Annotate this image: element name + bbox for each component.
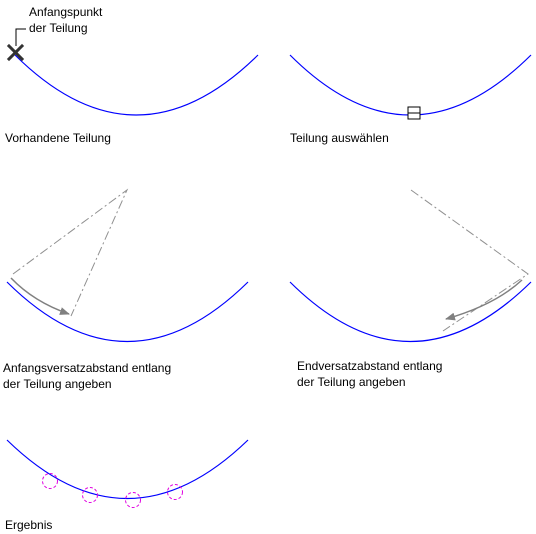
panel-teilung-auswaehlen xyxy=(289,54,532,120)
panel-anfangsversatz xyxy=(6,188,249,343)
caption-vorhandene-teilung: Vorhandene Teilung xyxy=(5,131,111,145)
placed-object-marker xyxy=(167,484,183,500)
offset-arrow xyxy=(445,279,523,321)
start-point-x-icon xyxy=(6,43,25,62)
segment-arc xyxy=(6,439,249,500)
panel-endversatz xyxy=(289,189,532,343)
panel-vorhandene-teilung xyxy=(6,28,259,116)
callout-line-2: der Teilung xyxy=(29,21,88,35)
offset-arrow xyxy=(10,277,70,315)
placed-object-marker xyxy=(125,492,141,508)
callout-leader-line xyxy=(15,28,26,46)
placed-object-marker xyxy=(82,487,98,503)
construction-triangle xyxy=(12,188,129,317)
segment-arc xyxy=(14,54,259,116)
segment-arc xyxy=(6,281,249,343)
caption-teilung-auswaehlen: Teilung auswählen xyxy=(290,131,389,145)
construction-triangle xyxy=(410,189,529,332)
panel-ergebnis xyxy=(6,439,249,508)
caption-endversatz: Endversatzabstand entlang der Teilung an… xyxy=(297,359,443,389)
start-point-callout: Anfangspunkt der Teilung xyxy=(29,4,102,36)
callout-line-1: Anfangspunkt xyxy=(29,5,103,19)
caption-ergebnis: Ergebnis xyxy=(5,518,53,532)
placed-object-marker xyxy=(42,473,58,489)
caption-anfangsversatz: Anfangsversatzabstand entlang der Teilun… xyxy=(3,361,172,391)
segment-arc xyxy=(289,281,532,343)
segment-arc xyxy=(289,54,532,116)
